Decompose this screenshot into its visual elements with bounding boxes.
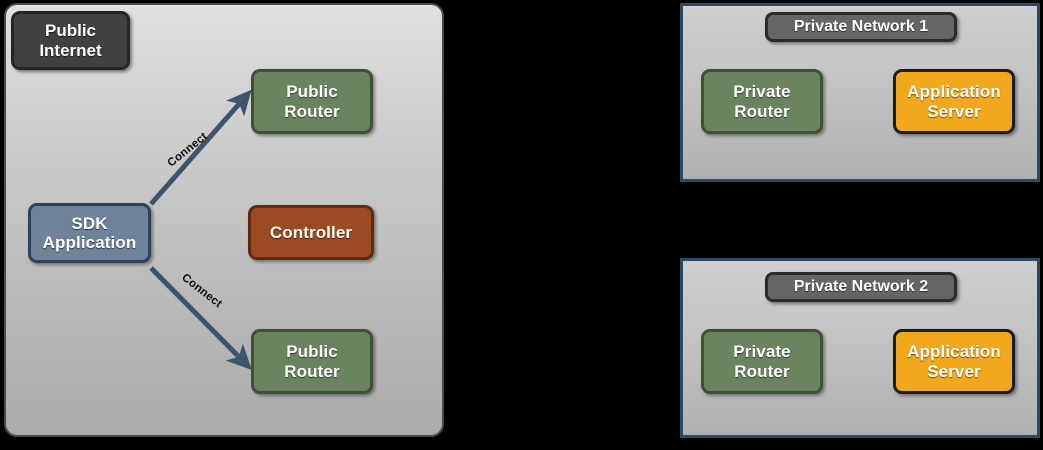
node-private-router-1-label: Private Router: [733, 82, 791, 121]
node-sdk-application[interactable]: SDK Application: [28, 203, 151, 263]
public-internet-label-chip: Public Internet: [11, 11, 130, 70]
node-private-router-2[interactable]: Private Router: [701, 329, 823, 394]
private-network-2-title-text: Private Network 2: [793, 278, 929, 295]
node-sdk-application-label: SDK Application: [42, 213, 137, 252]
node-controller[interactable]: Controller: [248, 205, 374, 260]
node-private-router-1[interactable]: Private Router: [701, 69, 823, 134]
node-public-router-1[interactable]: Public Router: [251, 69, 373, 134]
node-controller-label: Controller: [269, 222, 353, 242]
node-private-router-2-label: Private Router: [733, 342, 791, 381]
node-public-router-2[interactable]: Public Router: [251, 329, 373, 394]
node-application-server-2[interactable]: Application Server: [893, 329, 1015, 394]
private-network-2-title-chip: Private Network 2: [765, 272, 957, 302]
node-application-server-1-label: Application Server: [907, 82, 1001, 121]
node-application-server-1[interactable]: Application Server: [893, 69, 1015, 134]
private-network-1-title-text: Private Network 1: [793, 18, 929, 35]
node-application-server-2-label: Application Server: [907, 342, 1001, 381]
private-network-1-title-chip: Private Network 1: [765, 12, 957, 42]
node-public-router-2-label: Public Router: [284, 342, 340, 381]
public-internet-label-text: Public Internet: [39, 21, 102, 60]
node-public-router-1-label: Public Router: [284, 82, 340, 121]
